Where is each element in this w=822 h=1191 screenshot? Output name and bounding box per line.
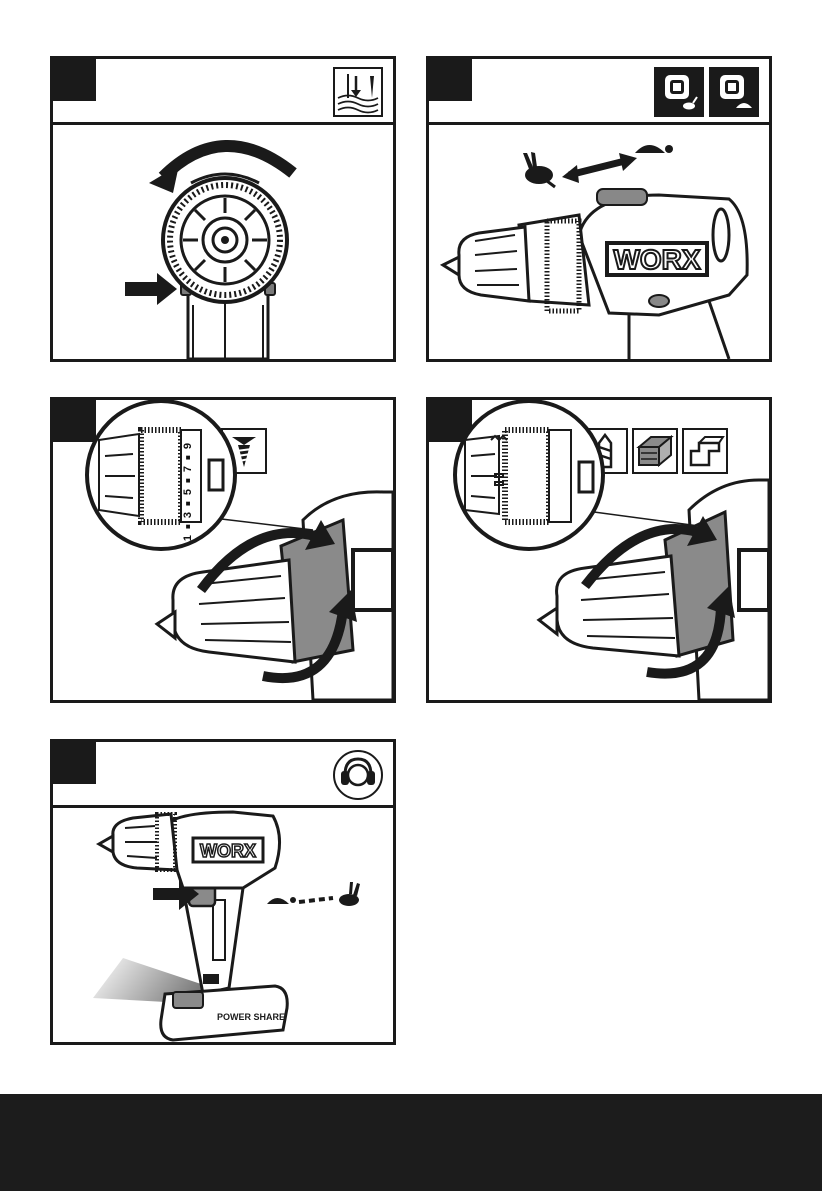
speed-high-icon bbox=[654, 67, 704, 117]
panel-rotation-direction bbox=[50, 56, 396, 362]
turtle-icon bbox=[267, 897, 296, 904]
speed-low-icon bbox=[709, 67, 759, 117]
illustration-drill-mode-collar bbox=[429, 400, 769, 700]
panel-header bbox=[53, 742, 393, 808]
panel-torque-setting: 1 ■ 3 ■ 5 ■ 7 ■ 9 bbox=[50, 397, 396, 703]
brand-logo: WORX bbox=[613, 244, 700, 275]
torque-mark: 9 bbox=[182, 443, 194, 449]
torque-mark: 7 bbox=[182, 466, 194, 472]
torque-scale: 1 ■ 3 ■ 5 ■ 7 ■ 9 bbox=[179, 440, 197, 544]
illustration-torque-collar bbox=[53, 400, 393, 700]
torque-mark: 1 bbox=[182, 535, 194, 541]
step-number-block bbox=[53, 742, 96, 784]
step-number-block bbox=[429, 59, 472, 101]
panel-header bbox=[429, 59, 769, 125]
illustration-drill-side-speed: WORX bbox=[429, 125, 769, 359]
step-number-block bbox=[53, 59, 96, 101]
brand-logo: WORX bbox=[200, 841, 256, 861]
page-footer-bar bbox=[0, 1094, 822, 1191]
panel-drill-mode bbox=[426, 397, 772, 703]
turtle-icon bbox=[635, 145, 673, 153]
panel-speed-selector: WORX bbox=[426, 56, 772, 362]
torque-mark: 3 bbox=[182, 512, 194, 518]
rabbit-icon bbox=[339, 882, 360, 906]
speed-switch bbox=[597, 189, 647, 205]
rabbit-icon bbox=[523, 152, 555, 187]
drill-depth-icon bbox=[333, 67, 383, 117]
torque-mark: 5 bbox=[182, 489, 194, 495]
illustration-drill-trigger: WORX POWER SHARE bbox=[53, 808, 393, 1042]
battery-label: POWER SHARE bbox=[217, 1012, 285, 1022]
panel-variable-speed-trigger: WORX POWER SHARE bbox=[50, 739, 396, 1045]
ear-protection-icon bbox=[333, 750, 383, 800]
illustration-drill-front bbox=[53, 125, 393, 359]
panel-header bbox=[53, 59, 393, 125]
